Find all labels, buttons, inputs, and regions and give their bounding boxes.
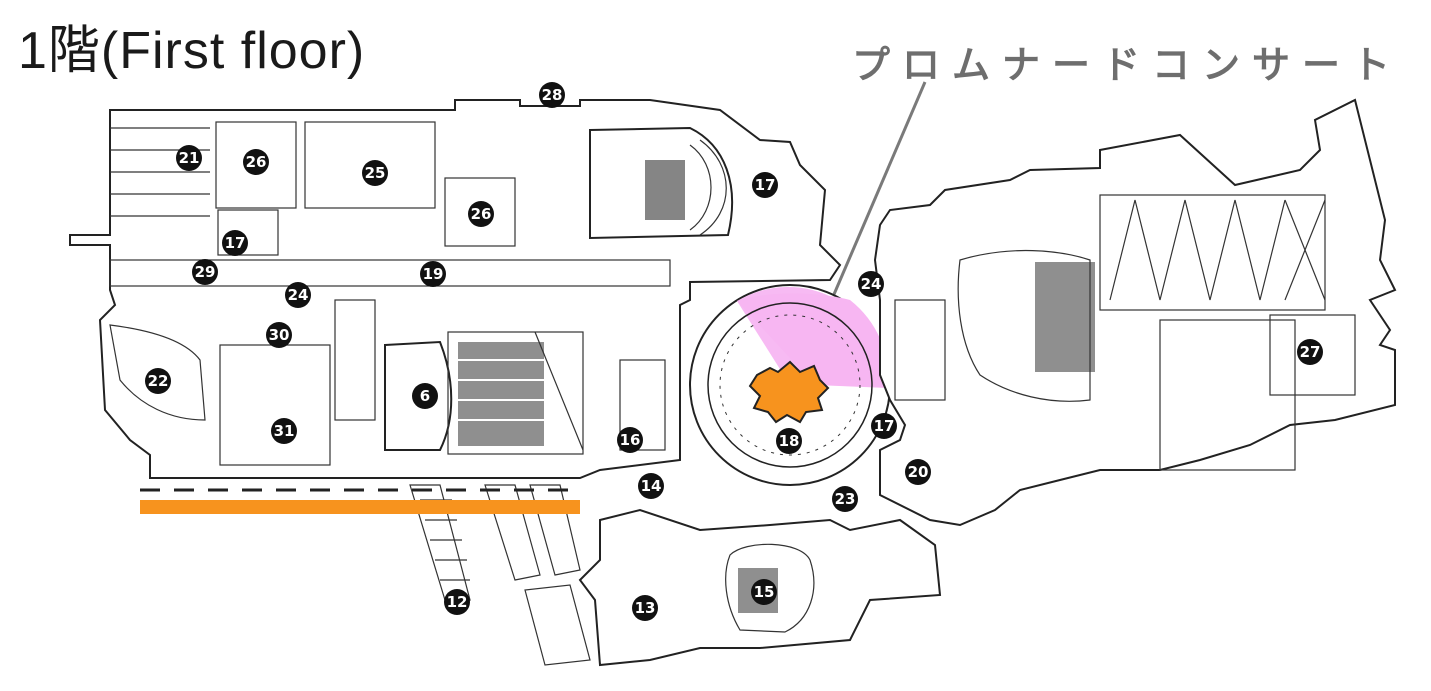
svg-text:21: 21 — [179, 149, 200, 167]
svg-text:31: 31 — [274, 422, 295, 440]
svg-text:29: 29 — [195, 263, 216, 281]
location-marker[interactable]: 22 — [145, 368, 171, 394]
center-stage — [748, 360, 830, 424]
location-marker[interactable]: 25 — [362, 160, 388, 186]
svg-text:27: 27 — [1300, 343, 1321, 361]
location-marker[interactable]: 23 — [832, 486, 858, 512]
svg-text:26: 26 — [471, 205, 492, 223]
svg-text:6: 6 — [420, 387, 430, 405]
svg-text:14: 14 — [641, 477, 662, 495]
location-marker[interactable]: 27 — [1297, 339, 1323, 365]
svg-text:25: 25 — [365, 164, 386, 182]
promenade-concert-label: プロムナードコンサート — [852, 43, 1403, 87]
svg-text:30: 30 — [269, 326, 290, 344]
svg-text:17: 17 — [874, 417, 895, 435]
location-marker[interactable]: 12 — [444, 589, 470, 615]
location-marker[interactable]: 30 — [266, 322, 292, 348]
location-marker[interactable]: 15 — [751, 579, 777, 605]
location-marker[interactable]: 17 — [222, 230, 248, 256]
location-marker[interactable]: 19 — [420, 261, 446, 287]
central-rotunda — [689, 284, 891, 486]
location-marker[interactable]: 17 — [871, 413, 897, 439]
location-marker[interactable]: 26 — [243, 149, 269, 175]
location-marker[interactable]: 17 — [752, 172, 778, 198]
location-markers: 28 21 26 25 17 26 17 29 19 24 24 30 22 6… — [145, 82, 1323, 621]
floor-title: 1階(First floor) — [18, 22, 366, 80]
promenade-route-bar — [140, 500, 580, 514]
svg-text:26: 26 — [246, 153, 267, 171]
location-marker[interactable]: 31 — [271, 418, 297, 444]
south-stairs — [409, 484, 591, 666]
svg-text:18: 18 — [779, 432, 800, 450]
location-marker[interactable]: 29 — [192, 259, 218, 285]
svg-text:24: 24 — [288, 286, 309, 304]
svg-text:12: 12 — [447, 593, 468, 611]
location-marker[interactable]: 14 — [638, 473, 664, 499]
svg-text:24: 24 — [861, 275, 882, 293]
east-wing — [873, 98, 1397, 527]
location-marker[interactable]: 13 — [632, 595, 658, 621]
svg-text:28: 28 — [542, 86, 563, 104]
svg-text:17: 17 — [755, 176, 776, 194]
svg-text:19: 19 — [423, 265, 444, 283]
svg-text:13: 13 — [635, 599, 656, 617]
location-marker[interactable]: 16 — [617, 427, 643, 453]
location-marker[interactable]: 20 — [905, 459, 931, 485]
svg-text:22: 22 — [148, 372, 169, 390]
location-marker[interactable]: 28 — [539, 82, 565, 108]
location-marker[interactable]: 24 — [285, 282, 311, 308]
svg-text:15: 15 — [754, 583, 775, 601]
location-marker[interactable]: 24 — [858, 271, 884, 297]
location-marker[interactable]: 21 — [176, 145, 202, 171]
north-theatre — [589, 126, 734, 240]
svg-text:17: 17 — [225, 234, 246, 252]
svg-text:23: 23 — [835, 490, 856, 508]
svg-text:20: 20 — [908, 463, 929, 481]
svg-text:16: 16 — [620, 431, 641, 449]
location-marker[interactable]: 6 — [412, 383, 438, 409]
location-marker[interactable]: 18 — [776, 428, 802, 454]
location-marker[interactable]: 26 — [468, 201, 494, 227]
